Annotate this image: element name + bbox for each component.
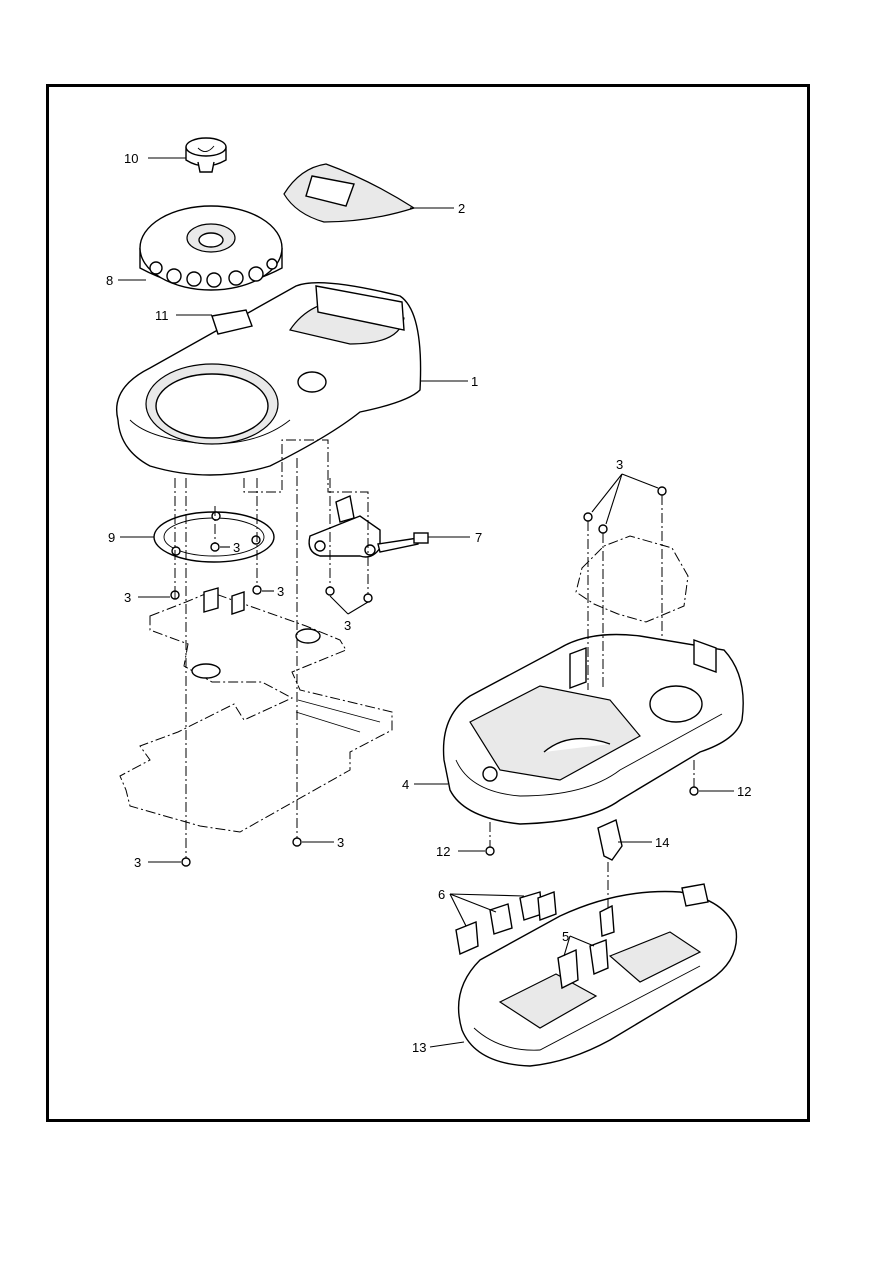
part-2-window-cover: [283, 163, 416, 223]
callout-3-board: 3: [337, 835, 344, 850]
part-4-lower-housing: [442, 633, 744, 825]
callout-3-bottom: 3: [134, 855, 141, 870]
assembly-lines: [174, 439, 695, 908]
part-10-knob-cap: [185, 137, 227, 173]
part-7-bracket: [308, 495, 429, 558]
screw: [170, 590, 180, 600]
callout-labels: 10 2 8 11 1 3 9 3 7 3 3 3 3 3 4 12 12 14…: [106, 151, 751, 1055]
screw: [583, 512, 593, 522]
diagram-frame: [46, 84, 810, 1122]
part-11-latch: [211, 309, 253, 335]
part-6-contacts: [455, 891, 557, 956]
part-1-upper-housing: [116, 281, 422, 476]
callout-7: 7: [475, 530, 482, 545]
callout-3-mid: 3: [277, 584, 284, 599]
callout-3-bracket: 3: [344, 618, 351, 633]
screw: [689, 786, 699, 796]
callout-12-right: 12: [737, 784, 751, 799]
callout-3-ring: 3: [233, 540, 240, 555]
callout-10: 10: [124, 151, 138, 166]
callout-14: 14: [655, 835, 669, 850]
main-circuit-board: [119, 587, 393, 833]
screw: [292, 837, 302, 847]
part-8-dial-ring: [139, 205, 283, 291]
callout-2: 2: [458, 201, 465, 216]
screw: [363, 593, 373, 603]
callout-1: 1: [471, 374, 478, 389]
callout-11: 11: [155, 308, 169, 323]
callout-3-top-right: 3: [616, 457, 623, 472]
leader-lines: [118, 157, 734, 1048]
part-14-clip: [597, 819, 623, 861]
screw: [657, 486, 667, 496]
screw: [252, 585, 262, 595]
part-9-ring-plate: [153, 511, 275, 563]
callout-8: 8: [106, 273, 113, 288]
screw: [210, 542, 220, 552]
part-5-contacts: [557, 939, 609, 990]
part-13-base-tray: [457, 883, 738, 1067]
screw: [598, 524, 608, 534]
screw: [325, 586, 335, 596]
callout-13: 13: [412, 1040, 426, 1055]
sub-circuit-board: [575, 535, 689, 623]
screw: [181, 857, 191, 867]
screw: [485, 846, 495, 856]
screws: [170, 486, 699, 867]
callout-5: 5: [562, 929, 569, 944]
callout-9: 9: [108, 530, 115, 545]
callout-12-left: 12: [436, 844, 450, 859]
callout-4: 4: [402, 777, 409, 792]
callout-6: 6: [438, 887, 445, 902]
callout-3-left: 3: [124, 590, 131, 605]
